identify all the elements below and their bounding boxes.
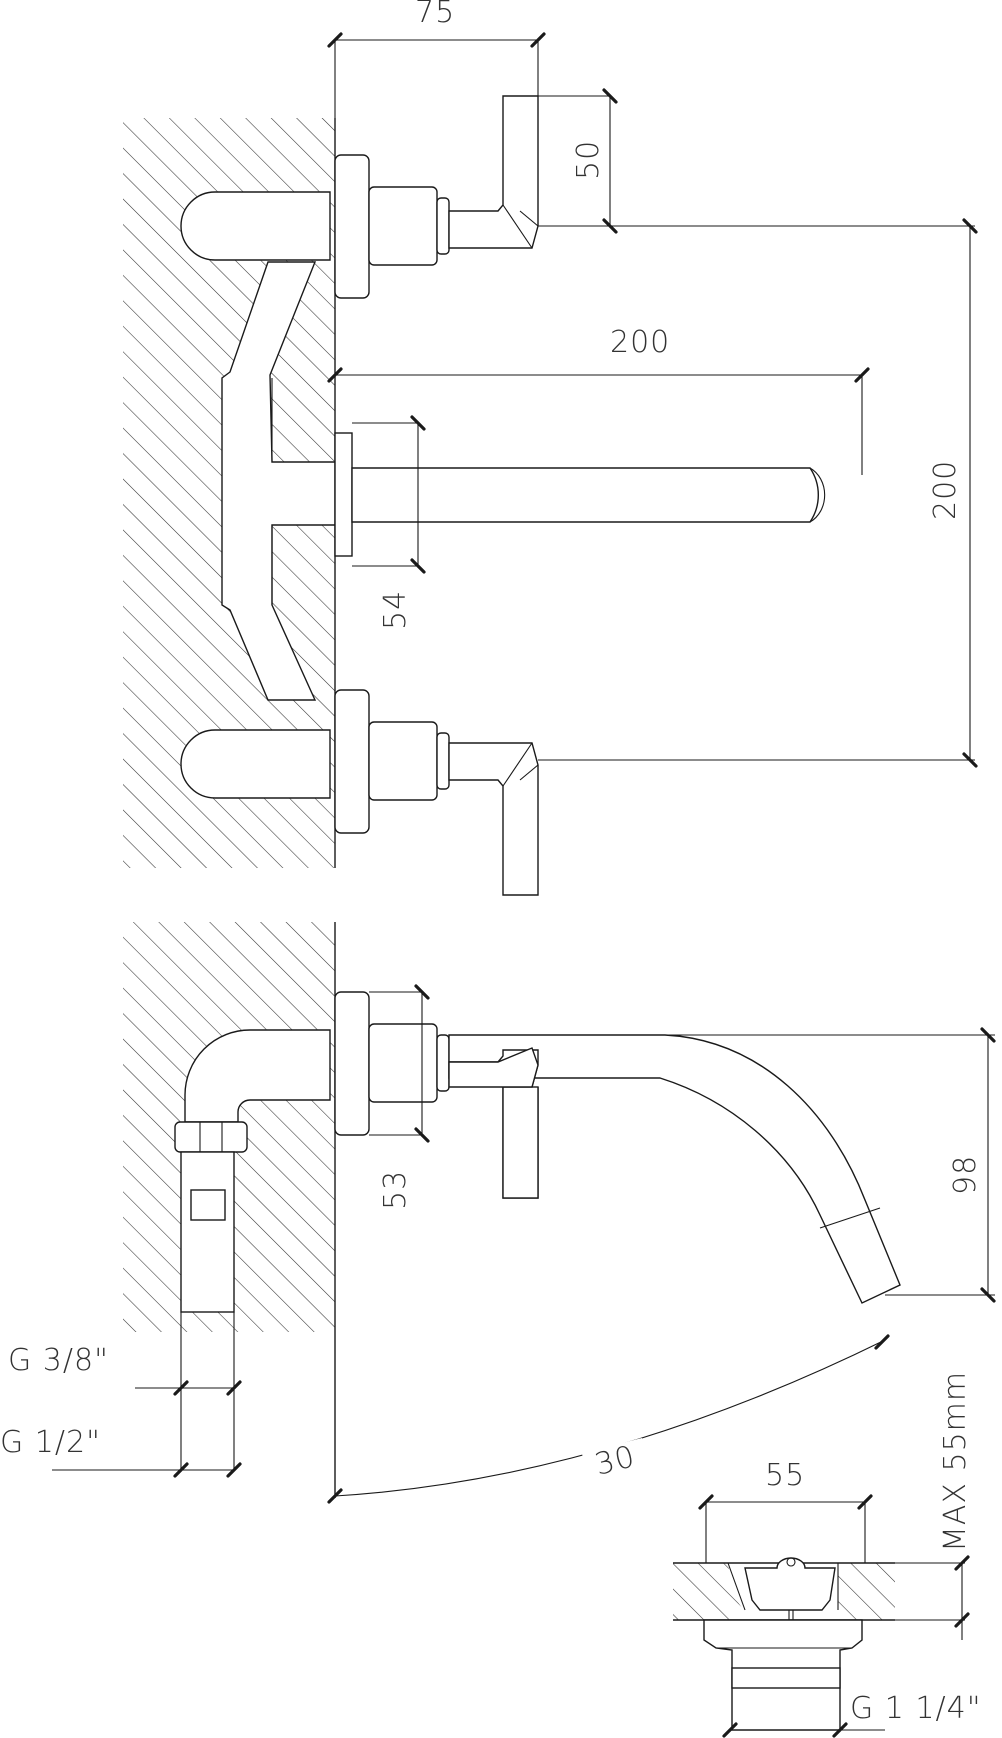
tick-g12a [173,1462,189,1478]
dim-label-53: 53 [378,1170,413,1210]
dim-label-98: 98 [948,1155,983,1195]
tick-200c [962,218,978,234]
dim-label-55: 55 [765,1458,805,1493]
upper-cap [436,197,450,255]
thread-label-g38: G 3/8" [8,1343,109,1378]
tick-54b [410,558,426,574]
upper-flange [334,154,370,299]
tick-75b [530,32,546,48]
thread-label-g12: G 1/2" [0,1425,101,1460]
dim-label-50: 50 [571,140,606,180]
dim-label-75: 75 [415,0,455,30]
supply-pipe-outer [180,1151,235,1313]
tick-g12b [226,1462,242,1478]
supply-pipe-inner [190,1189,226,1221]
tick-200b [854,367,870,383]
upper-lever [448,95,539,249]
lower-cartridge [368,721,438,801]
tick-53a [414,984,430,1000]
dim-label-54: 54 [378,590,413,630]
upper-lever-bevel [502,204,539,249]
tick-200d [962,752,978,768]
tick-50b [602,218,618,234]
tick-max-b [954,1612,970,1628]
dim-label-max: MAX 55mm [938,1371,973,1552]
side-cap [436,1034,450,1092]
upper-cartridge [368,186,438,266]
tick-55b [857,1494,873,1510]
spout-body [351,467,820,523]
elbow-pipe [184,1029,331,1123]
upper-valve-body [180,191,331,261]
drain-cap [744,1557,836,1611]
drain-view: 55 MAX 55mm G 1 1/4" [673,1371,982,1738]
spout-tip [809,467,826,523]
tick-30b [874,1334,890,1350]
side-lever-top [448,1047,539,1088]
dim-label-200-vertical: 200 [928,460,963,520]
spout-joint-line [819,1207,881,1229]
basin-edge-left [727,1562,746,1611]
lower-cap [436,732,450,790]
tick-50a [602,88,618,104]
drain-cap-hole [786,1557,796,1567]
tick-98a [980,1027,996,1043]
hex-nut [174,1121,248,1153]
top-view: 75 50 200 200 54 [123,0,978,896]
tick-55a [698,1494,714,1510]
dim-label-200-spout: 200 [610,325,670,360]
side-lever-stem [502,1086,539,1199]
tick-53b [414,1127,430,1143]
lower-lever [448,742,539,896]
side-view: 53 98 30 G 3/8" G 1/2" [0,922,996,1504]
drain-thread-band [731,1667,841,1689]
tick-98b [980,1287,996,1303]
tick-g38b [226,1380,242,1396]
tick-75a [327,32,343,48]
lower-lever-bevel [502,742,539,787]
spout-flange [334,432,353,557]
tick-54a [410,415,426,431]
basin-hatch-right [838,1563,895,1620]
tick-200a [327,367,343,383]
tick-30a [327,1488,343,1504]
tick-g38a [173,1380,189,1396]
tick-max-a [954,1555,970,1571]
tick-g114a [722,1722,738,1738]
side-flange [334,991,370,1136]
basin-hatch-left [673,1563,742,1620]
side-cartridge [368,1023,438,1103]
lower-valve-body [180,729,331,799]
tick-g114b [832,1722,848,1738]
thread-label-g114: G 1 1/4" [850,1691,982,1726]
lower-flange [334,689,370,834]
dim-label-30: 30 [591,1439,638,1483]
dim-label-30-bg [581,1438,651,1486]
side-spout [448,1034,901,1304]
